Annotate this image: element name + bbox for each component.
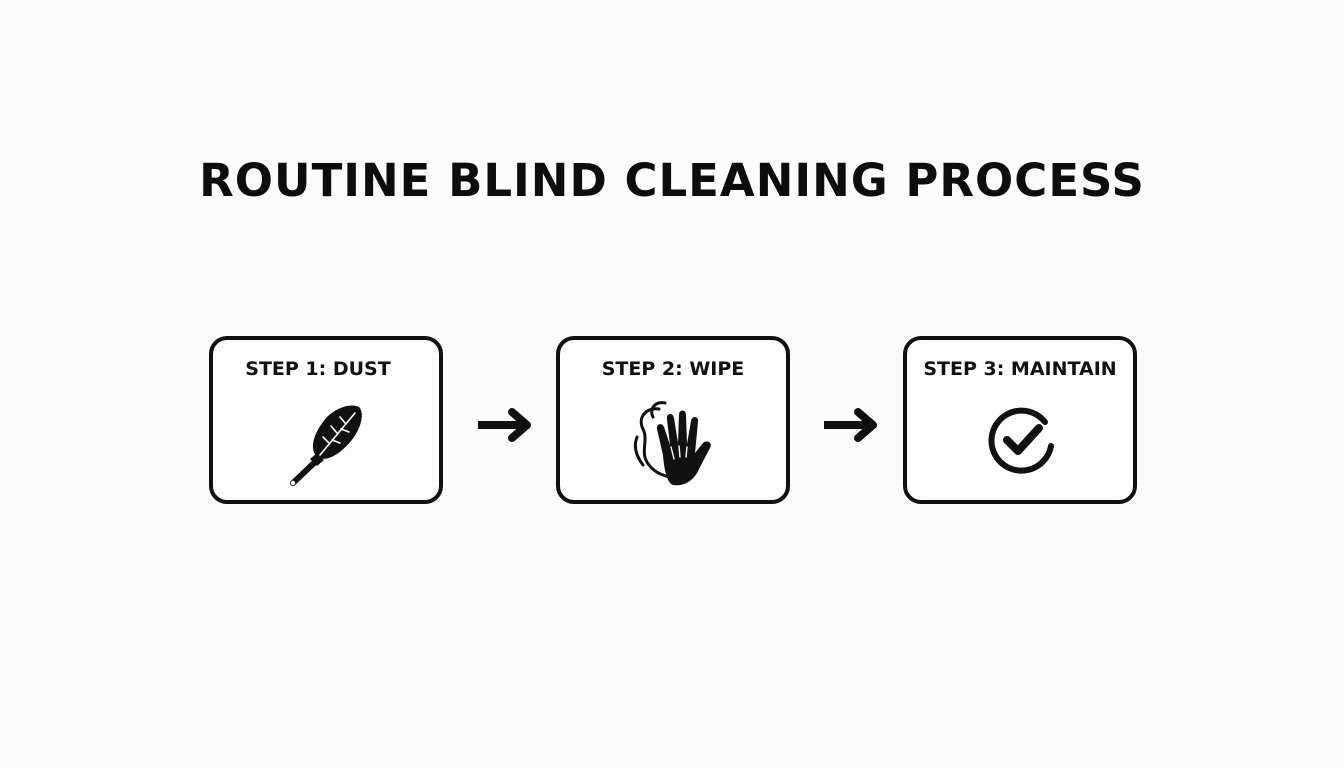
check-circle-icon [988,407,1054,474]
step-label: STEP 3: MAINTAIN [923,358,1117,380]
step-card-maintain: STEP 3: MAINTAIN [903,336,1137,504]
step-card-dust: STEP 1: DUST [209,336,443,504]
step-label: STEP 1: DUST [245,358,391,380]
step-card-wipe: STEP 2: WIPE [556,336,790,504]
hand-wipe-icon [633,401,711,486]
arrow-right-icon [824,408,877,442]
step-label: STEP 2: WIPE [601,358,745,380]
arrow-right-icon [478,408,531,442]
page-title: ROUTINE BLIND CLEANING PROCESS [199,154,1145,207]
feather-duster-icon [290,405,362,486]
